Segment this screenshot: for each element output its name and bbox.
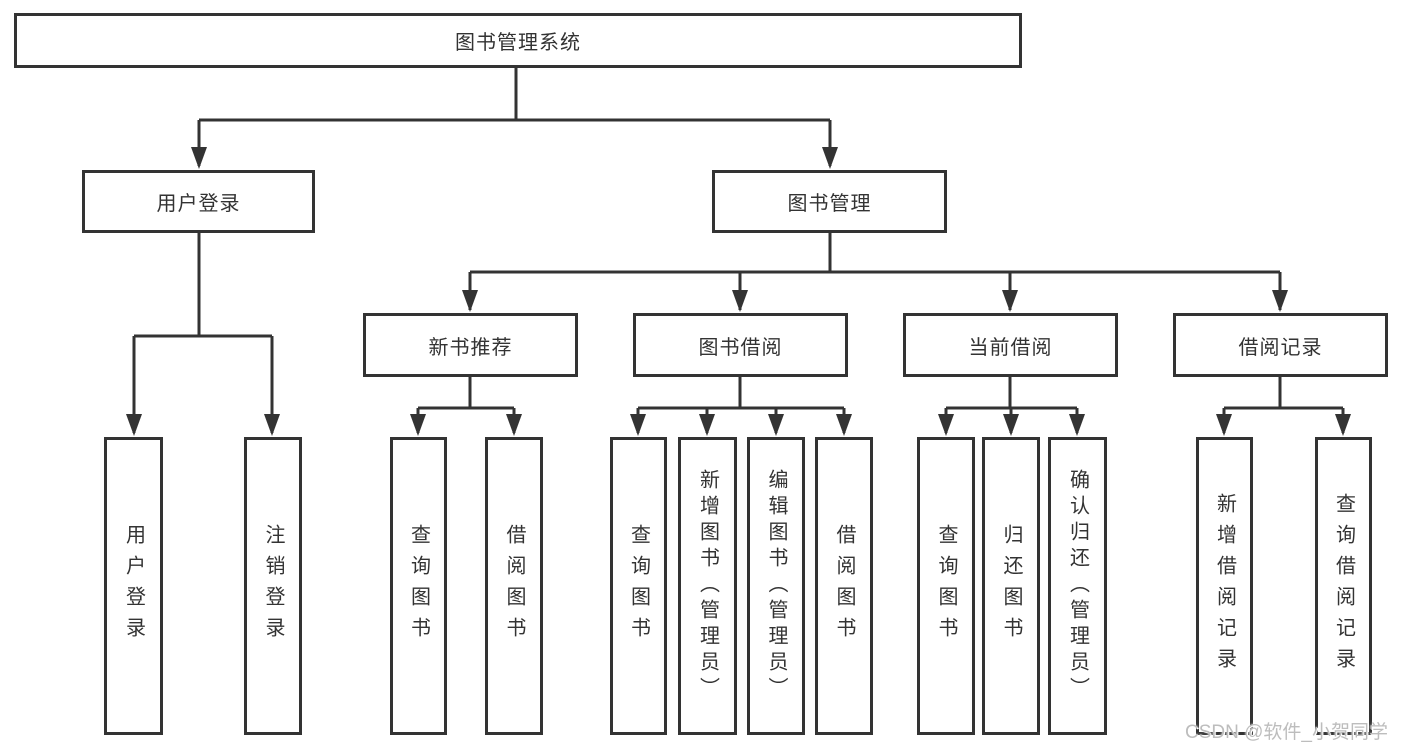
node-user-login: 用户登录 [82,170,315,233]
leaf-add-books-admin: 新增图书（管理员） [678,437,737,735]
node-label: 查询图书 [935,524,957,648]
node-book-borrowing: 图书借阅 [633,313,848,377]
leaf-logout: 注销登录 [244,437,302,735]
node-label: 新书推荐 [428,336,513,359]
leaf-query-books-2: 查询图书 [610,437,667,735]
node-label: 查询借阅记录 [1332,493,1355,679]
leaf-query-books-3: 查询图书 [917,437,975,735]
node-label: 新增借阅记录 [1213,493,1236,679]
node-label: 用户登录 [122,524,145,648]
node-label: 图书管理系统 [455,32,581,54]
leaf-borrow-books-1: 借阅图书 [485,437,543,735]
node-label: 图书借阅 [698,336,783,359]
node-label: 借阅图书 [503,524,525,648]
leaf-confirm-return-admin: 确认归还（管理员） [1048,437,1107,735]
node-label: 用户登录 [156,193,241,215]
node-label: 借阅记录 [1238,336,1323,359]
leaf-edit-books-admin: 编辑图书（管理员） [747,437,805,735]
leaf-user-login: 用户登录 [104,437,163,735]
leaf-query-borrow-record: 查询借阅记录 [1315,437,1372,735]
leaf-return-books: 归还图书 [982,437,1040,735]
node-label: 注销登录 [262,524,284,648]
leaf-add-borrow-record: 新增借阅记录 [1196,437,1253,735]
node-current-borrowing: 当前借阅 [903,313,1118,377]
node-borrowing-records: 借阅记录 [1173,313,1388,377]
node-label: 归还图书 [1000,524,1022,648]
node-label: 借阅图书 [833,524,855,648]
arrow-heads [126,147,1351,436]
node-label: 当前借阅 [968,336,1053,359]
leaf-query-books-1: 查询图书 [390,437,447,735]
node-new-book-recommend: 新书推荐 [363,313,578,377]
node-label: 查询图书 [627,524,650,648]
node-label: 编辑图书（管理员） [765,469,787,703]
leaf-borrow-books-2: 借阅图书 [815,437,873,735]
node-book-management: 图书管理 [712,170,947,233]
node-label: 图书管理 [787,193,872,215]
node-system-root: 图书管理系统 [14,13,1022,68]
node-label: 查询图书 [407,524,430,648]
node-label: 确认归还（管理员） [1066,469,1089,703]
node-label: 新增图书（管理员） [696,469,719,703]
csdn-watermark: CSDN @软件_小贺同学 [1185,722,1388,743]
